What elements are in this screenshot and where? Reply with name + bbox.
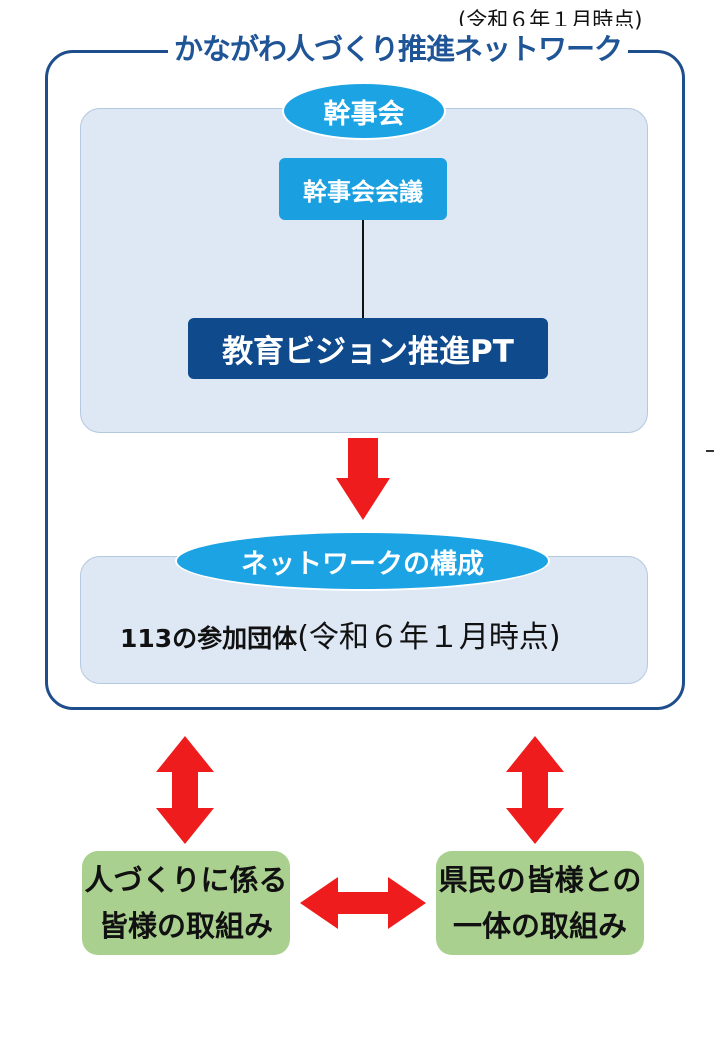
connector-line [362,220,364,319]
member-count-text: 113の参加団体(令和６年１月時点) [120,612,561,656]
project-team-box: 教育ビジョン推進PT [188,318,548,379]
initiative-right-line2: 一体の取組み [452,909,627,943]
vertical-double-arrow-left-icon [156,736,214,844]
vertical-double-arrow-right-icon [506,736,564,844]
horizontal-double-arrow-icon [300,877,426,929]
initiative-left-box: 人づくりに係る 皆様の取組み [82,851,290,955]
network-title: かながわ人づくり推進ネットワーク [168,26,629,68]
initiative-right-box: 県民の皆様との 一体の取組み [436,851,644,955]
initiative-right-line1: 県民の皆様との [438,863,642,897]
member-count: 113の参加団体 [120,624,298,653]
down-arrow-icon [336,438,390,520]
secretariat-label: 幹事会 [282,82,446,140]
composition-label: ネットワークの構成 [175,531,550,591]
side-mark [706,450,714,452]
initiative-left-line1: 人づくりに係る [84,863,288,897]
member-date: (令和６年１月時点) [297,620,561,655]
secretariat-meeting-box: 幹事会会議 [279,158,447,220]
initiative-left-line2: 皆様の取組み [98,909,273,943]
